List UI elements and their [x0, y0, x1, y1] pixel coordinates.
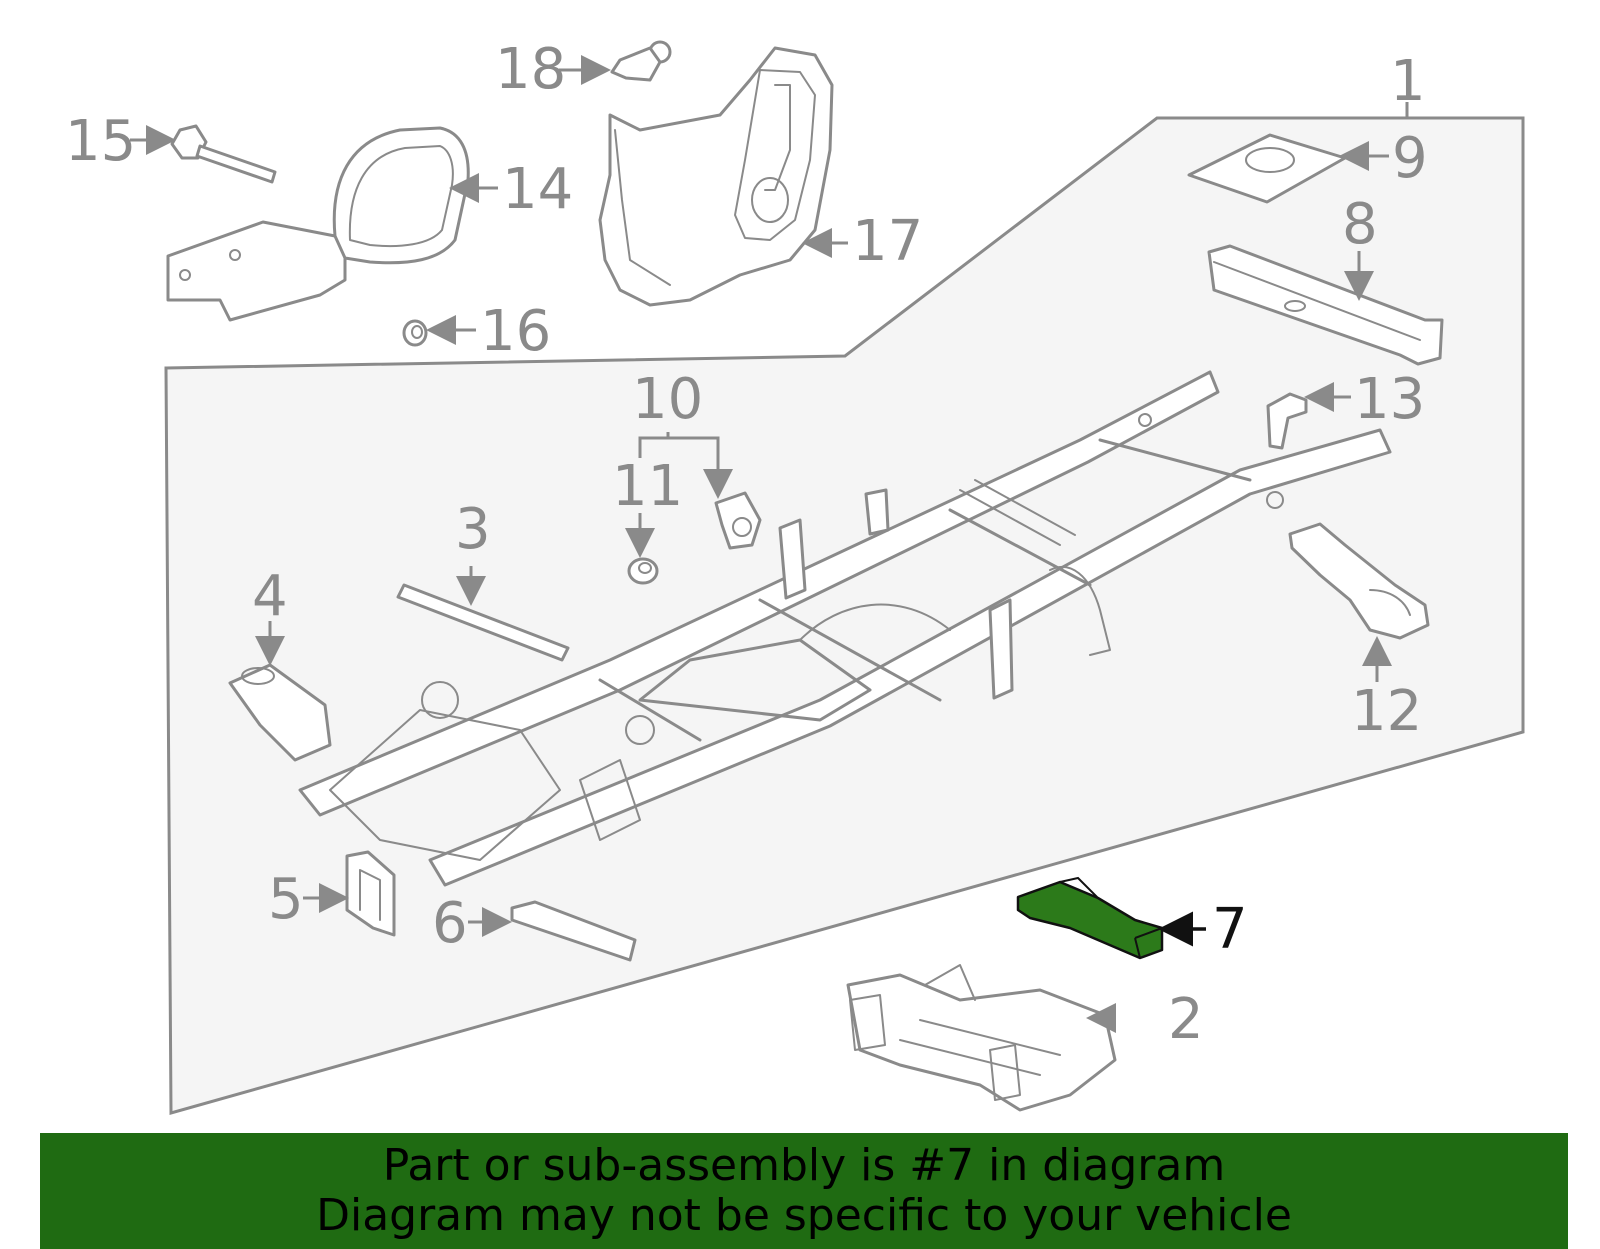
frame-assembly — [298, 370, 1392, 887]
callout-5: 5 — [268, 867, 304, 932]
part-18-clip — [610, 40, 672, 82]
callout-2: 2 — [1168, 987, 1204, 1052]
callout-3: 3 — [455, 497, 491, 562]
part-16-nut — [402, 319, 428, 347]
callout-18: 18 — [495, 37, 566, 102]
info-banner: Part or sub-assembly is #7 in diagram Di… — [40, 1133, 1568, 1249]
callout-15: 15 — [65, 109, 136, 174]
part-13-clip — [1266, 392, 1308, 450]
part-12-mount — [1288, 522, 1430, 640]
callout-12: 12 — [1351, 679, 1422, 744]
part-17-shield — [598, 46, 834, 307]
callout-6: 6 — [432, 891, 468, 956]
banner-line-2: Diagram may not be specific to your vehi… — [316, 1190, 1292, 1241]
part-2-crossmember — [846, 964, 1117, 1112]
banner-line-1: Part or sub-assembly is #7 in diagram — [382, 1140, 1226, 1191]
callout-10: 10 — [632, 367, 703, 432]
part-6-bar — [510, 900, 637, 962]
callout-16: 16 — [480, 299, 551, 364]
callout-8: 8 — [1342, 192, 1378, 257]
callout-7: 7 — [1212, 897, 1248, 962]
part-11-bushing — [627, 557, 659, 585]
callout-leaders — [130, 55, 1409, 1033]
part-8-crossmember — [1207, 244, 1444, 366]
callout-17: 17 — [852, 209, 923, 274]
part-15-bolt — [170, 124, 277, 184]
callout-13: 13 — [1354, 367, 1425, 432]
callout-1: 1 — [1390, 49, 1426, 114]
part-3-rod — [396, 583, 570, 662]
part-14-bracket — [166, 126, 470, 322]
callout-11: 11 — [612, 454, 683, 519]
callout-14: 14 — [502, 157, 573, 222]
part-10-bracket — [714, 491, 762, 550]
callout-9: 9 — [1392, 126, 1428, 191]
assembly-panel — [164, 116, 1525, 1115]
part-7-highlighted — [1016, 876, 1164, 960]
callout-4: 4 — [252, 564, 288, 629]
